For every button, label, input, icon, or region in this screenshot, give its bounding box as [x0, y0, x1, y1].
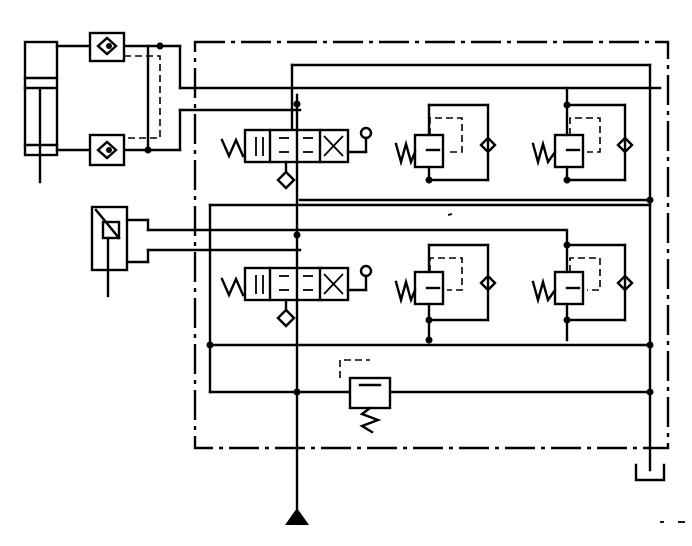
check-valve-lower-icon — [88, 133, 126, 167]
check-valve-upper-icon — [88, 31, 161, 139]
pressure-source-icon — [285, 93, 309, 525]
relief-valve-1b-icon — [531, 86, 634, 184]
valve-block-boundary — [193, 40, 670, 450]
relief-valve-2a-icon — [394, 243, 497, 344]
cylinder-lines — [55, 42, 662, 154]
hydraulic-cylinder-icon — [23, 40, 59, 184]
directional-control-valve-1-icon — [220, 126, 373, 190]
main-relief-valve-icon — [339, 359, 392, 434]
manual-valve-icon — [90, 205, 567, 298]
directional-control-valve-2-icon — [220, 264, 373, 328]
relief-valve-1a-icon — [394, 103, 497, 184]
tank-icon — [634, 463, 666, 482]
relief-valve-2b-icon — [531, 228, 634, 342]
supply-lines — [206, 63, 654, 472]
stray-marks — [447, 213, 685, 523]
